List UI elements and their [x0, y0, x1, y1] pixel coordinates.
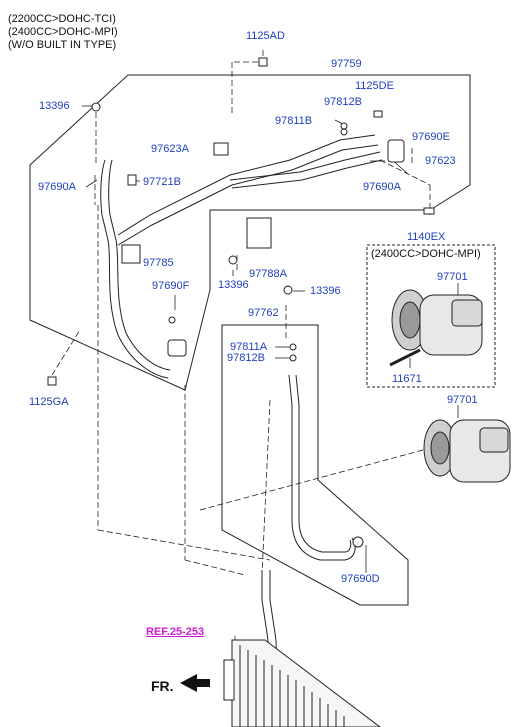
valve-97811B — [340, 128, 348, 136]
part-label-97785[interactable]: 97785 — [143, 257, 174, 269]
oring-97812B-a — [340, 122, 348, 130]
oring-97690F — [168, 316, 176, 324]
upper-hoses — [100, 134, 383, 379]
part-label-97623A[interactable]: 97623A — [151, 143, 189, 155]
nut-13396-c — [283, 285, 293, 295]
variant-note: (2400CC>DOHC-MPI) — [371, 248, 481, 260]
clamp-97788A — [246, 217, 272, 249]
part-label-97811B[interactable]: 97811B — [275, 115, 313, 127]
part-label-1140EX[interactable]: 1140EX — [407, 231, 446, 243]
part-label-97690D[interactable]: 97690D — [341, 573, 380, 585]
compressor-upper — [391, 289, 483, 356]
part-label-97690A-a[interactable]: 97690A — [363, 181, 401, 193]
compressor-lower — [423, 419, 511, 483]
bolt-1125AD — [258, 57, 268, 67]
oring-97812B-b — [289, 354, 297, 362]
bracket-97785 — [121, 244, 141, 264]
part-label-11671[interactable]: 11671 — [392, 373, 422, 385]
bolt-1125DE — [373, 110, 383, 118]
part-label-97721B[interactable]: 97721B — [143, 176, 181, 188]
nut-13396-b — [228, 255, 238, 265]
nut-13396-a — [91, 102, 101, 112]
bolt-11671 — [389, 348, 421, 367]
built-type-note: (W/O BUILT IN TYPE) — [8, 39, 117, 51]
cap-97690E — [387, 139, 405, 163]
part-label-1125DE[interactable]: 1125DE — [355, 80, 394, 92]
part-label-13396-c[interactable]: 13396 — [310, 285, 341, 297]
valve-97811A — [289, 343, 297, 351]
part-label-1125AD[interactable]: 1125AD — [246, 30, 285, 42]
part-label-97690A-b[interactable]: 97690A — [38, 181, 76, 193]
cap-97690D — [352, 536, 364, 548]
leader-lines — [51, 50, 461, 576]
part-label-13396-b[interactable]: 13396 — [218, 279, 249, 291]
cap-97690F — [167, 339, 187, 357]
bracket-97623A — [213, 142, 229, 156]
part-label-97759[interactable]: 97759 — [331, 58, 362, 70]
part-label-97701-a[interactable]: 97701 — [437, 271, 468, 283]
part-label-97762[interactable]: 97762 — [248, 307, 279, 319]
part-label-97690F[interactable]: 97690F — [152, 280, 190, 292]
part-label-97690E[interactable]: 97690E — [412, 131, 450, 143]
fitting-97721B — [127, 174, 137, 186]
upper-assembly-frame — [29, 74, 471, 391]
bolt-1140EX — [423, 207, 435, 215]
part-label-97812B-a[interactable]: 97812B — [324, 96, 362, 108]
part-label-97701-b[interactable]: 97701 — [447, 394, 478, 406]
ref-link[interactable]: REF.25-253 — [146, 626, 205, 638]
bolt-1125GA — [47, 376, 57, 386]
part-label-97811A[interactable]: 97811A — [230, 341, 268, 353]
engine-note-2: (2400CC>DOHC-MPI) — [8, 26, 118, 38]
part-label-97788A[interactable]: 97788A — [249, 268, 287, 280]
part-label-13396-a[interactable]: 13396 — [39, 100, 70, 112]
lower-assembly-frame — [221, 324, 409, 606]
part-label-97623[interactable]: 97623 — [425, 155, 456, 167]
part-label-1125GA[interactable]: 1125GA — [29, 396, 69, 408]
front-label: FR. — [151, 678, 174, 694]
part-label-97812B-b[interactable]: 97812B — [227, 352, 265, 364]
fittings — [47, 57, 435, 548]
condenser — [223, 639, 381, 727]
front-arrow-icon — [180, 674, 210, 692]
engine-note-1: (2200CC>DOHC-TCI) — [8, 13, 116, 25]
